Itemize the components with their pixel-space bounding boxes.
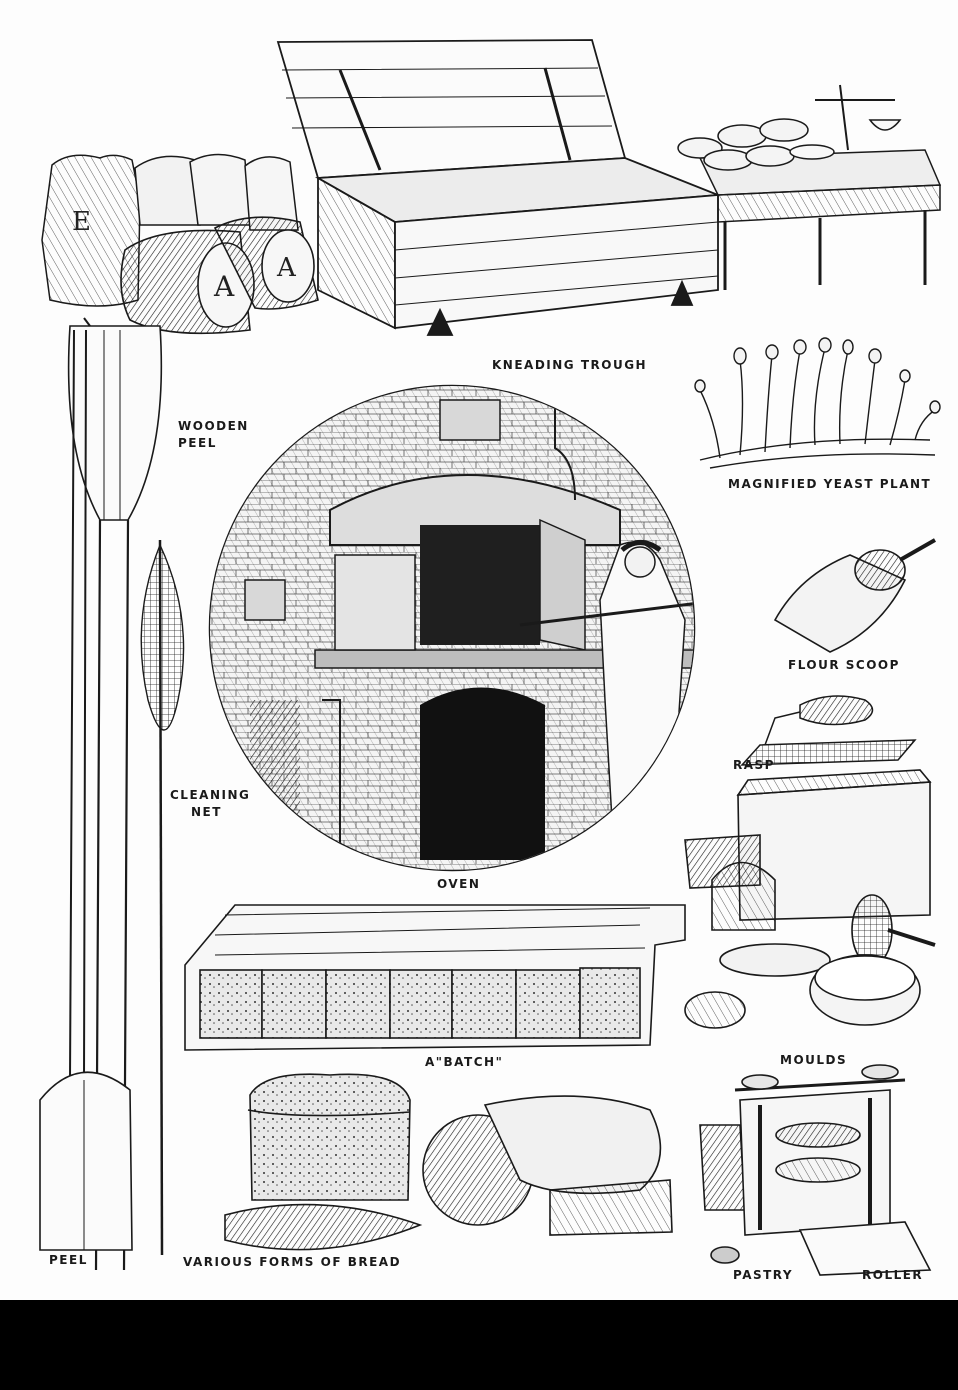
oven-label: OVEN <box>437 877 481 891</box>
peel-drawing <box>39 329 133 1251</box>
yeast-plant-label: MAGNIFIED YEAST PLANT <box>728 477 932 491</box>
kneading-trough-label: KNEADING TROUGH <box>492 358 648 372</box>
bench-with-loaves-and-scales <box>677 84 942 290</box>
pastry-roller-drawing <box>699 1064 932 1276</box>
moulds-label: MOULDS <box>780 1053 848 1067</box>
wooden-peel-label-line1: WOODEN <box>178 419 249 433</box>
peel-label: PEEL <box>49 1253 88 1267</box>
bread-forms-drawing <box>224 1073 673 1251</box>
kneading-trough-drawing <box>276 39 719 336</box>
rasp-drawing <box>740 695 917 766</box>
barrels <box>120 216 319 335</box>
engraving-plate: E A A <box>39 39 942 1282</box>
engraving-illustration: E A A <box>39 39 942 1276</box>
cleaning-net-label-line1: CLEANING <box>170 788 251 802</box>
barrel-letter-1: A <box>213 270 235 303</box>
flour-scoop-label: FLOUR SCOOP <box>788 658 900 672</box>
batch-label: A"BATCH" <box>425 1055 504 1069</box>
wooden-peel-label-line2: PEEL <box>178 436 217 450</box>
flour-scoop-drawing <box>773 538 936 653</box>
batch-drawing <box>184 904 686 1051</box>
moulds-drawing <box>684 769 936 1029</box>
oven-vignette <box>208 384 696 872</box>
pastry-roller-label-line1: PASTRY <box>733 1268 794 1282</box>
flour-sacks <box>41 153 299 307</box>
yeast-plant-drawing <box>694 337 941 469</box>
pastry-roller-label-line2: ROLLER <box>862 1268 924 1282</box>
stock-photo-banner <box>0 1300 958 1390</box>
sack-letter: E <box>72 207 91 237</box>
cleaning-net-label-line2: NET <box>191 805 222 819</box>
barrel-letter-2: A <box>276 253 297 283</box>
rasp-label: RASP <box>733 758 775 772</box>
bread-forms-label: VARIOUS FORMS OF BREAD <box>183 1255 402 1269</box>
cleaning-net-drawing <box>140 539 185 1256</box>
